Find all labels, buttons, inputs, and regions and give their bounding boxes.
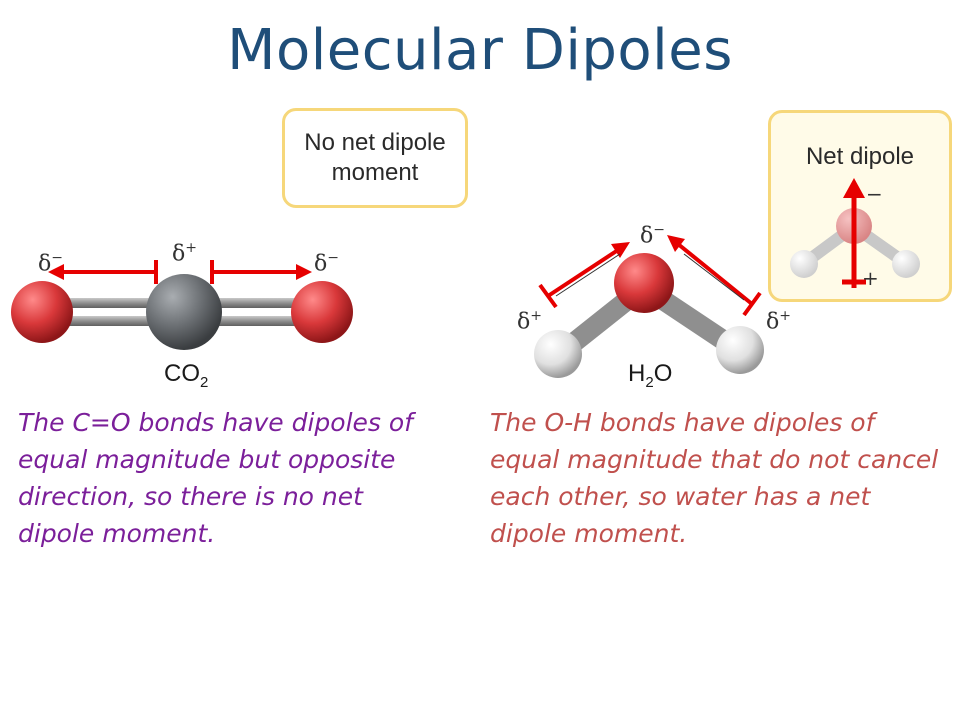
h2o-oxygen-atom: [614, 253, 674, 313]
net-dipole-plus-sign: +: [862, 266, 879, 290]
co2-right-dipole-arrow: [210, 260, 312, 284]
h2o-hydrogen-left-atom: [534, 330, 582, 378]
h2o-delta-left-label: δ+: [517, 308, 542, 335]
h2o-thin-dipole-lines: [555, 253, 745, 301]
co2-molecule: [11, 274, 353, 350]
co2-delta-right-label: δ−: [314, 250, 339, 277]
h2o-dipole-arrows: [538, 235, 762, 317]
net-dipole-callout: Net dipole: [768, 110, 952, 302]
h2o-formula-label: H2O: [628, 360, 673, 391]
h2o-delta-right-label: δ+: [766, 308, 791, 335]
small-hydrogen-left-atom: [790, 250, 818, 278]
net-dipole-arrow: [842, 178, 866, 288]
h2o-right-dipole-arrow: [667, 235, 762, 317]
no-net-dipole-label: No net dipole moment: [304, 129, 446, 186]
h2o-molecule: [534, 253, 764, 378]
co2-dipole-arrows: [48, 260, 312, 284]
co2-formula-label: CO2: [164, 360, 209, 391]
page-title: Molecular Dipoles: [227, 18, 733, 83]
h2o-delta-top-label: δ−: [640, 222, 665, 249]
co2-delta-center-label: δ+: [172, 240, 197, 267]
net-dipole-small-water: [790, 208, 920, 278]
co2-carbon-atom: [146, 274, 222, 350]
no-net-dipole-callout: No net dipole moment: [282, 108, 468, 208]
co2-left-dipole-arrow: [48, 260, 158, 284]
net-dipole-minus-sign: −: [866, 182, 883, 206]
h2o-hydrogen-right-atom: [716, 326, 764, 374]
co2-caption: The C=O bonds have dipoles of equal magn…: [18, 408, 413, 548]
co2-oxygen-left-atom: [11, 281, 73, 343]
co2-delta-left-label: δ−: [38, 250, 63, 277]
small-hydrogen-right-atom: [892, 250, 920, 278]
co2-oxygen-right-atom: [291, 281, 353, 343]
h2o-left-dipole-arrow: [538, 242, 630, 309]
net-dipole-label: Net dipole: [805, 143, 915, 170]
h2o-caption: The O-H bonds have dipoles of equal magn…: [490, 408, 939, 548]
